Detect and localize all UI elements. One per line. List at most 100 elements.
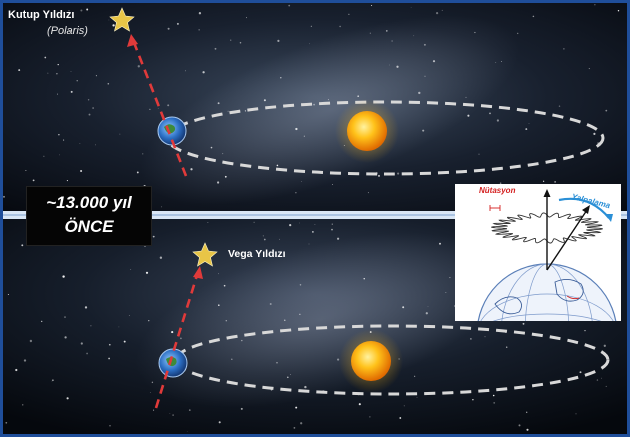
background-star: [605, 109, 608, 112]
background-star: [413, 35, 415, 37]
background-star: [432, 60, 436, 63]
background-star: [51, 380, 53, 382]
background-star: [369, 32, 371, 34]
background-star: [617, 9, 620, 12]
time-caption-box: ~13.000 yıl ÖNCE: [26, 186, 152, 246]
background-star: [172, 414, 174, 416]
background-star: [80, 342, 83, 345]
background-star: [57, 93, 59, 95]
background-star: [422, 129, 425, 132]
background-star: [169, 413, 171, 414]
background-star: [303, 135, 305, 137]
background-star: [119, 133, 121, 135]
background-star: [499, 182, 502, 185]
background-star: [240, 407, 243, 410]
sun-icon-bottom: [351, 341, 391, 381]
background-star: [95, 75, 97, 77]
background-star: [337, 358, 340, 361]
background-star: [495, 62, 497, 63]
background-star: [396, 65, 399, 68]
background-star: [357, 95, 360, 98]
background-star: [314, 224, 316, 225]
background-star: [299, 313, 301, 315]
background-star: [149, 108, 151, 111]
background-star: [43, 155, 45, 157]
background-star: [286, 376, 289, 379]
background-star: [217, 102, 220, 105]
background-star: [295, 127, 298, 131]
vertical-axis-arrowhead: [543, 189, 551, 197]
background-star: [7, 293, 9, 296]
background-star: [29, 339, 33, 343]
background-star: [3, 195, 5, 198]
background-star: [109, 425, 111, 427]
polaris-star-icon: [109, 7, 135, 32]
background-star: [149, 392, 151, 393]
background-star: [218, 273, 219, 275]
background-star: [186, 431, 188, 432]
background-star: [436, 12, 439, 15]
background-star: [501, 60, 502, 62]
background-star: [280, 76, 282, 79]
milky-way-top: [140, 15, 520, 205]
background-star: [112, 24, 115, 27]
background-star: [575, 413, 577, 415]
background-star: [402, 306, 405, 309]
background-star: [66, 397, 69, 400]
background-star: [84, 306, 88, 309]
background-star: [558, 105, 561, 107]
background-star: [284, 319, 286, 321]
background-star: [40, 320, 43, 323]
background-star: [58, 134, 60, 136]
background-star: [70, 90, 73, 93]
background-star: [528, 123, 530, 124]
background-star: [224, 175, 227, 178]
background-star: [371, 5, 373, 6]
precession-arrowhead: [605, 214, 613, 222]
background-star: [148, 320, 150, 322]
background-star: [522, 322, 525, 325]
background-star: [225, 319, 228, 322]
tilted-axis-line: [546, 209, 588, 271]
background-star: [80, 169, 83, 173]
background-star: [198, 29, 200, 31]
background-star: [95, 144, 96, 146]
background-star: [554, 181, 556, 183]
background-star: [276, 362, 278, 364]
background-star: [63, 139, 65, 141]
axis-arrow-vega: [154, 271, 200, 409]
background-star: [300, 422, 303, 425]
background-star: [496, 119, 500, 122]
background-star: [262, 235, 264, 237]
background-star: [5, 421, 8, 424]
background-star: [518, 424, 521, 427]
background-star: [108, 343, 111, 346]
time-years-text: ~13.000 yıl: [46, 193, 132, 212]
background-star: [467, 114, 470, 117]
background-star: [90, 325, 92, 327]
time-ago-text: ÖNCE: [64, 217, 114, 236]
background-star: [92, 107, 94, 109]
background-star: [137, 65, 140, 68]
background-star: [217, 181, 220, 184]
background-star: [313, 103, 315, 106]
background-star: [218, 304, 220, 307]
background-star: [167, 27, 170, 30]
background-star: [180, 337, 182, 340]
background-star: [118, 326, 120, 328]
background-star: [332, 183, 333, 185]
background-star: [427, 306, 429, 308]
background-star: [331, 228, 333, 231]
vega-label: Vega Yıldızı: [228, 248, 286, 260]
background-star: [25, 170, 27, 171]
background-star: [525, 128, 528, 131]
background-star: [289, 224, 292, 227]
background-star: [279, 238, 280, 240]
background-star: [123, 340, 126, 343]
background-star: [86, 352, 88, 355]
background-star: [290, 374, 291, 375]
axis-arrowhead-polaris: [127, 34, 138, 47]
background-star: [130, 269, 132, 270]
background-star: [288, 4, 291, 7]
background-star: [157, 107, 159, 109]
